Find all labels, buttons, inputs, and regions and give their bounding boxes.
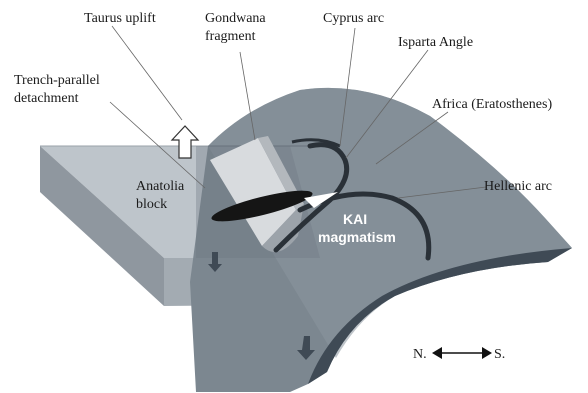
compass-south-arrow-icon (482, 347, 492, 359)
label-kai-1: KAI (343, 211, 367, 227)
label-gondwana-1: Gondwana (205, 11, 266, 26)
compass-south-label: S. (494, 347, 505, 362)
label-kai-2: magmatism (318, 229, 396, 245)
label-taurus-uplift: Taurus uplift (84, 11, 156, 26)
label-africa: Africa (Eratosthenes) (432, 97, 552, 112)
label-anatolia-1: Anatolia (136, 179, 185, 194)
label-cyprus-arc: Cyprus arc (323, 11, 384, 26)
compass-north-label: N. (413, 347, 427, 362)
label-isparta-angle: Isparta Angle (398, 35, 473, 50)
label-gondwana-2: fragment (205, 29, 256, 44)
label-trench-1: Trench-parallel (14, 73, 100, 88)
label-anatolia-2: block (136, 197, 167, 212)
compass-north-arrow-icon (432, 347, 442, 359)
compass: N. S. (413, 347, 505, 362)
label-trench-2: detachment (14, 91, 79, 106)
label-hellenic-arc: Hellenic arc (484, 179, 552, 194)
